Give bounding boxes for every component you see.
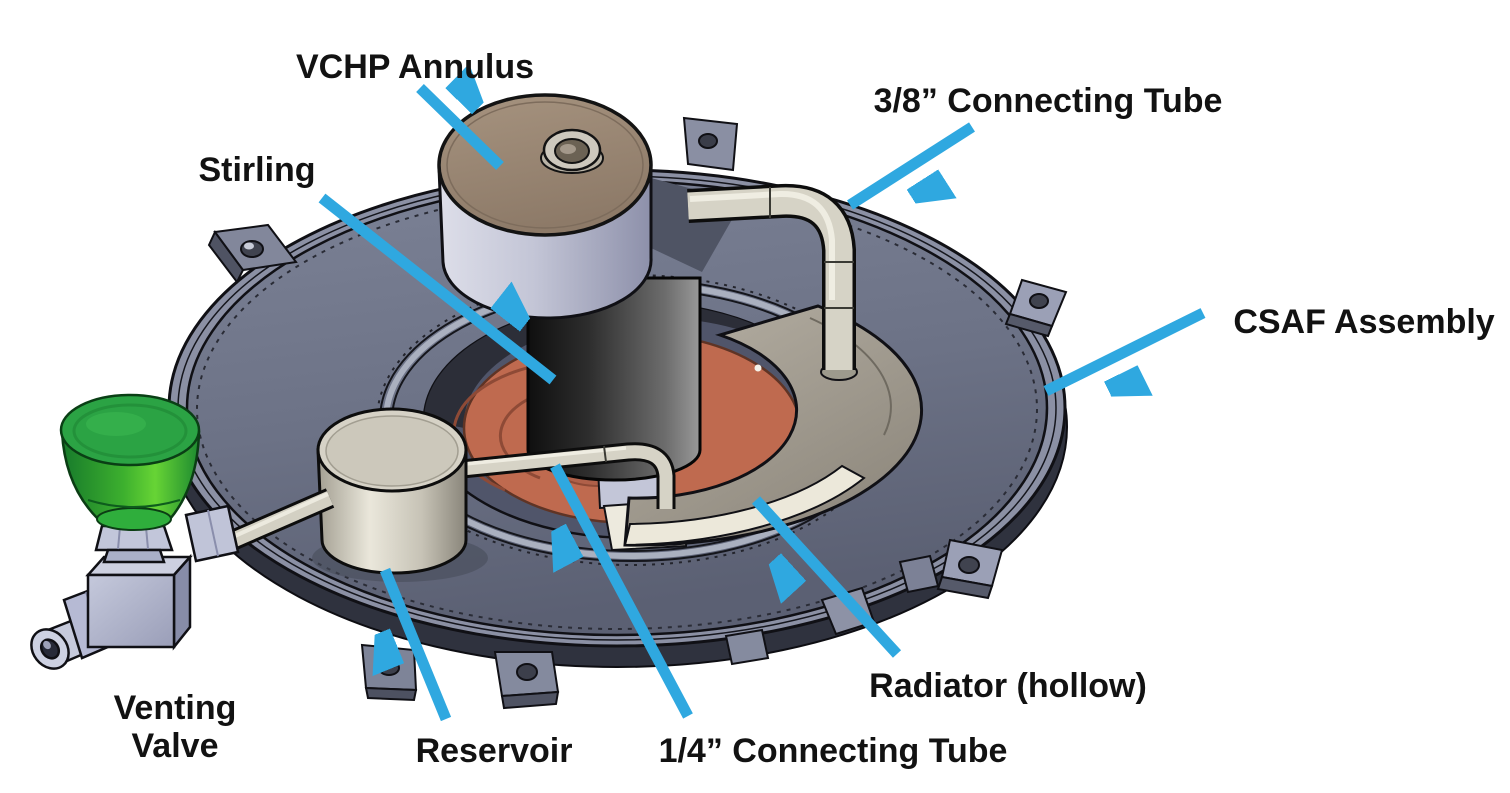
- label-vchp-annulus: VCHP Annulus: [295, 48, 535, 86]
- label-venting-valve-line1: Venting: [113, 689, 237, 727]
- radiator-underside-edge: [623, 464, 866, 547]
- label-connecting-tube-3-8: 3/8” Connecting Tube: [873, 82, 1223, 120]
- label-csaf-assembly: CSAF Assembly: [1233, 303, 1495, 341]
- valve-body: [85, 553, 193, 651]
- label-stirling: Stirling: [198, 151, 316, 189]
- annotation-arrows: [318, 88, 1206, 722]
- connecting-tube-1-4: [461, 442, 676, 509]
- mounting-tab: [493, 651, 560, 710]
- venting-valve: [30, 393, 240, 670]
- label-radiator: Radiator (hollow): [869, 667, 1147, 705]
- mounting-tab: [207, 223, 298, 284]
- valve-stem-nut: [94, 524, 174, 564]
- csaf-assembly-arrow: [1043, 308, 1206, 391]
- connecting-tube-3-8: [687, 183, 856, 370]
- stirling-arrow: [318, 193, 557, 385]
- mounting-tab: [360, 643, 418, 702]
- label-venting-valve: Venting Valve: [114, 689, 237, 765]
- vent-tube: [217, 488, 335, 555]
- mounting-tabs: [207, 116, 1068, 710]
- reservoir-cylinder: [312, 407, 488, 582]
- mounting-tab: [682, 116, 739, 172]
- mounting-tab: [936, 538, 1004, 600]
- valve-side-fitting: [184, 504, 240, 563]
- vchp-annulus-arrow: [416, 88, 504, 170]
- label-venting-valve-line2: Valve: [131, 727, 219, 765]
- vchp-annulus: [437, 93, 653, 320]
- radiator-arrow: [751, 496, 902, 658]
- connecting-tube-1-4-arrow: [555, 463, 693, 719]
- connecting-tube-3-8-arrow: [847, 122, 975, 205]
- reservoir-arrow: [385, 567, 452, 722]
- label-reservoir: Reservoir: [415, 732, 573, 770]
- valve-knob: [59, 393, 201, 531]
- label-connecting-tube-1-4: 1/4” Connecting Tube: [658, 732, 1008, 770]
- vchp-hub: [540, 128, 604, 174]
- mounting-tab: [1004, 278, 1068, 338]
